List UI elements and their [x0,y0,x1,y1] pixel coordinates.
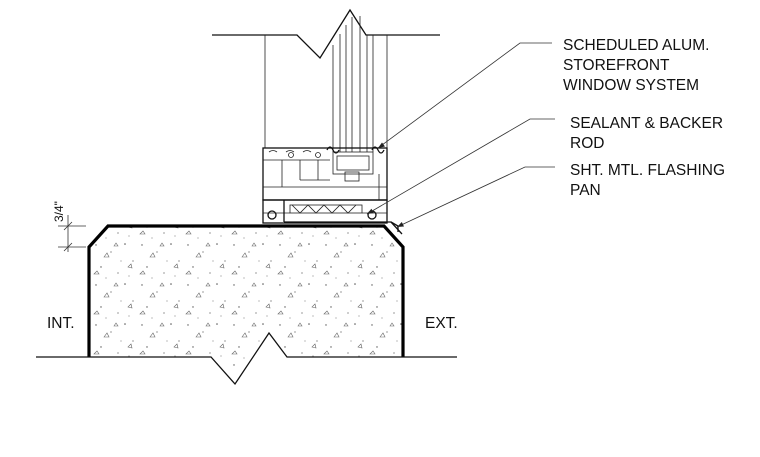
callout-storefront-line1: SCHEDULED ALUM. [563,37,709,54]
dimension-label: 3/4" [52,201,66,222]
storefront-frame [212,8,440,224]
callout-sealant-line1: SEALANT & BACKER [570,115,723,132]
callout-flashing-line2: PAN [570,182,601,199]
interior-label: INT. [47,315,75,332]
break-line-bottom [36,331,457,386]
concrete-sill [87,224,405,384]
callout-sealant-line2: ROD [570,135,604,152]
dimension-three-quarter: 3/4" [52,201,86,252]
callout-storefront-line2: STOREFRONT [563,57,670,74]
callout-storefront-line3: WINDOW SYSTEM [563,77,699,94]
callout-flashing-line1: SHT. MTL. FLASHING [570,162,725,179]
exterior-label: EXT. [425,315,458,332]
callout-leaders [366,42,555,228]
